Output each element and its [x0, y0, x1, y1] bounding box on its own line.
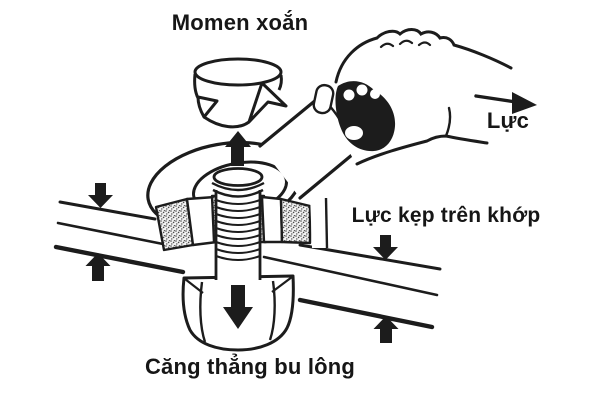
- wrench-lower-jaw: [310, 194, 327, 248]
- force-arrow: [474, 92, 537, 114]
- bolt-stud: [211, 167, 265, 280]
- thumb: [312, 83, 335, 115]
- torque-label: Momen xoắn: [171, 10, 309, 35]
- clamp-down-arrow-left: [88, 183, 113, 208]
- hand: [312, 28, 513, 166]
- clamp-force-label: Lực kẹp trên khớp: [351, 204, 541, 227]
- wrench-lift-arrow: [225, 131, 251, 166]
- torque-rotation-arrow: [193, 57, 288, 129]
- clamp-up-arrow-left: [85, 253, 111, 281]
- bolt-tension-label: Căng thẳng bu lông: [144, 354, 356, 379]
- joint-plates: [53, 200, 442, 330]
- clamp-down-arrow-right: [373, 235, 398, 260]
- clamp-up-arrow-right: [373, 316, 399, 343]
- bolt-tension-arrow: [223, 285, 253, 329]
- force-label: Lực: [486, 108, 530, 133]
